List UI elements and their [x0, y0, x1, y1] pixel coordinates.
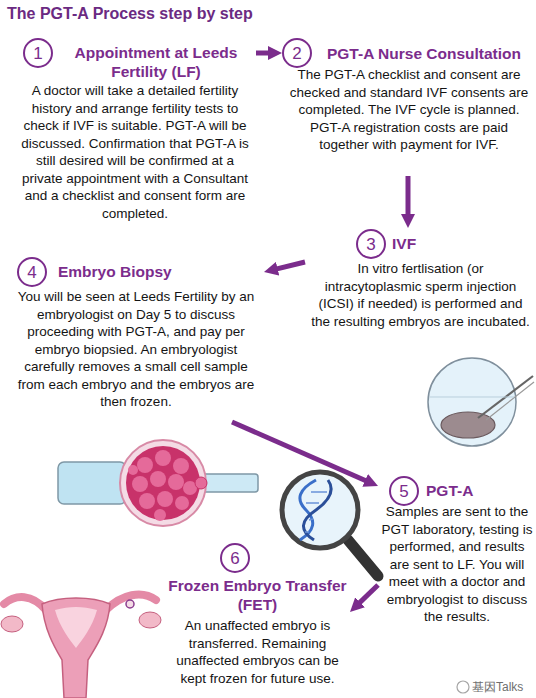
step-number: 2	[292, 45, 301, 62]
zona-pellucida	[120, 440, 206, 526]
step-heading: IVF	[392, 234, 472, 253]
step-number: 4	[27, 264, 36, 281]
embryo-dot	[126, 600, 134, 608]
embryo	[126, 446, 200, 520]
uterine-cavity	[55, 607, 97, 648]
process-step: 6Frozen Embryo Transfer (FET)An unaffect…	[165, 544, 350, 696]
step-heading: PGT-A Nurse Consultation	[312, 44, 536, 63]
step-description: The PGT-A checklist and consent are chec…	[284, 66, 534, 154]
flow-arrow	[406, 176, 411, 221]
fallopian-tube	[4, 597, 46, 610]
process-step: 4 Embryo BiopsyYou will be seen at Leeds …	[8, 258, 264, 422]
step-description: In vitro fertlisation (or intracytoplasm…	[308, 260, 533, 330]
fallopian-tube	[106, 595, 156, 610]
dna-strand	[303, 480, 331, 540]
flow-arrow	[271, 262, 305, 270]
step-description: You will be seen at Leeds Fertility by a…	[10, 288, 262, 411]
egg-cell	[441, 412, 495, 438]
ivf-illustration	[428, 358, 534, 446]
process-step: 3 IVF In vitro fertlisation (or intracytop…	[305, 228, 536, 354]
flow-arrow	[355, 585, 378, 607]
process-step: 2 PGT-A Nurse ConsultationThe PGT-A check…	[282, 36, 536, 176]
step-number: 3	[366, 236, 375, 253]
embryo-cells	[128, 450, 197, 521]
step-heading: PGT-A	[426, 481, 526, 500]
step-description: Samples are sent to the PGT laboratory, …	[381, 503, 533, 626]
uterus-illustration	[1, 595, 161, 698]
step-heading: Frozen Embryo Transfer (FET)	[165, 576, 350, 614]
biopsied-cells	[195, 477, 207, 489]
magnifier-illustration	[282, 472, 378, 576]
step-heading: Appointment at Leeds Fertility (LF)	[58, 43, 254, 81]
step-number-circle: 1	[23, 38, 53, 68]
step-number: 1	[33, 45, 42, 62]
step-number: 6	[230, 550, 239, 567]
step-number: 5	[399, 483, 408, 500]
holding-pipette	[58, 462, 126, 504]
step-number-circle: 6	[220, 543, 250, 573]
dish-line	[430, 397, 514, 398]
step-number-circle: 5	[389, 476, 419, 506]
culture-dish	[428, 358, 516, 446]
step-number-circle: 2	[282, 38, 312, 68]
dna-rungs	[305, 492, 327, 532]
step-description: An unaffected embryo is transferred. Rem…	[165, 617, 350, 687]
injection-pipette-edge	[486, 382, 534, 420]
step-number-circle: 4	[17, 257, 47, 287]
flow-arrow	[232, 422, 372, 483]
watermark-icon	[457, 681, 469, 693]
diagram-title: The PGT-A Process step by step	[7, 5, 253, 23]
process-step: 5 PGT-A Samples are sent to the PGT labora…	[378, 476, 536, 698]
magnifier-glass	[282, 472, 358, 548]
magnifier-handle	[348, 540, 378, 576]
biopsy-illustration	[58, 440, 258, 526]
watermark-icon-circle	[457, 681, 469, 693]
flow-arrow	[256, 51, 275, 56]
ovary	[139, 612, 161, 628]
step-heading: Embryo Biopsy	[58, 262, 238, 281]
uterus	[42, 598, 110, 698]
ovary	[1, 616, 23, 632]
process-step: 1 Appointment at Leeds Fertility (LF)A do…	[14, 36, 256, 246]
step-number-circle: 3	[356, 229, 386, 259]
step-description: A doctor will take a detailed fertility …	[18, 82, 252, 222]
watermark: 基因Talks	[472, 679, 523, 696]
